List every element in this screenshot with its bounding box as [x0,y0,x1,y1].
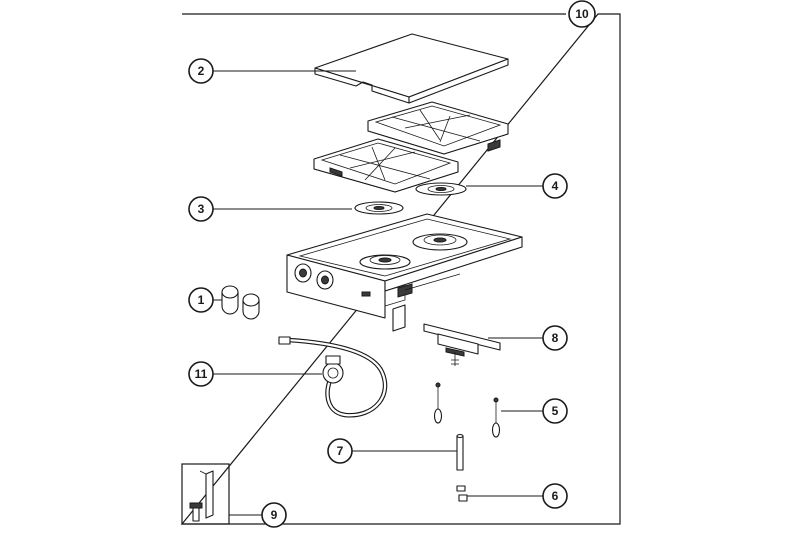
callout-label: 7 [337,444,344,458]
inset-box-9 [181,463,230,525]
callout-2: 2 [188,58,214,84]
callout-label: 3 [198,202,205,216]
callout-label: 9 [271,508,278,522]
gas-hose-regulator [278,336,388,418]
burner-cap-left [354,201,404,215]
lower-grate [313,138,459,193]
upper-grate [367,101,509,155]
callout-10: 10 [568,0,596,28]
callout-8: 8 [542,325,568,351]
callout-label: 8 [552,331,559,345]
clips [456,485,468,502]
callout-label: 10 [575,7,589,21]
callout-label: 1 [198,293,205,307]
igniter-electrodes [433,382,501,438]
mounting-bracket [423,323,501,366]
callout-label: 5 [552,404,559,418]
callout-9: 9 [261,502,287,528]
callout-label: 6 [552,489,559,503]
callout-1: 1 [188,287,214,313]
callout-label: 11 [195,367,208,381]
callout-11: 11 [188,361,214,387]
cover-lid [314,33,509,104]
diagram-frame [180,13,621,525]
callout-4: 4 [542,173,568,199]
callout-7: 7 [327,438,353,464]
callout-6: 6 [542,483,568,509]
side-burner-assembly [286,213,523,332]
screw-and-hex-key [189,470,214,522]
leader-lines [213,70,543,516]
callout-label: 2 [198,64,205,78]
callout-5: 5 [542,398,568,424]
burner-cap-rings [221,285,260,320]
burner-cap-right [415,182,467,196]
callout-label: 4 [552,179,559,193]
callout-3: 3 [188,196,214,222]
pin [456,433,464,471]
